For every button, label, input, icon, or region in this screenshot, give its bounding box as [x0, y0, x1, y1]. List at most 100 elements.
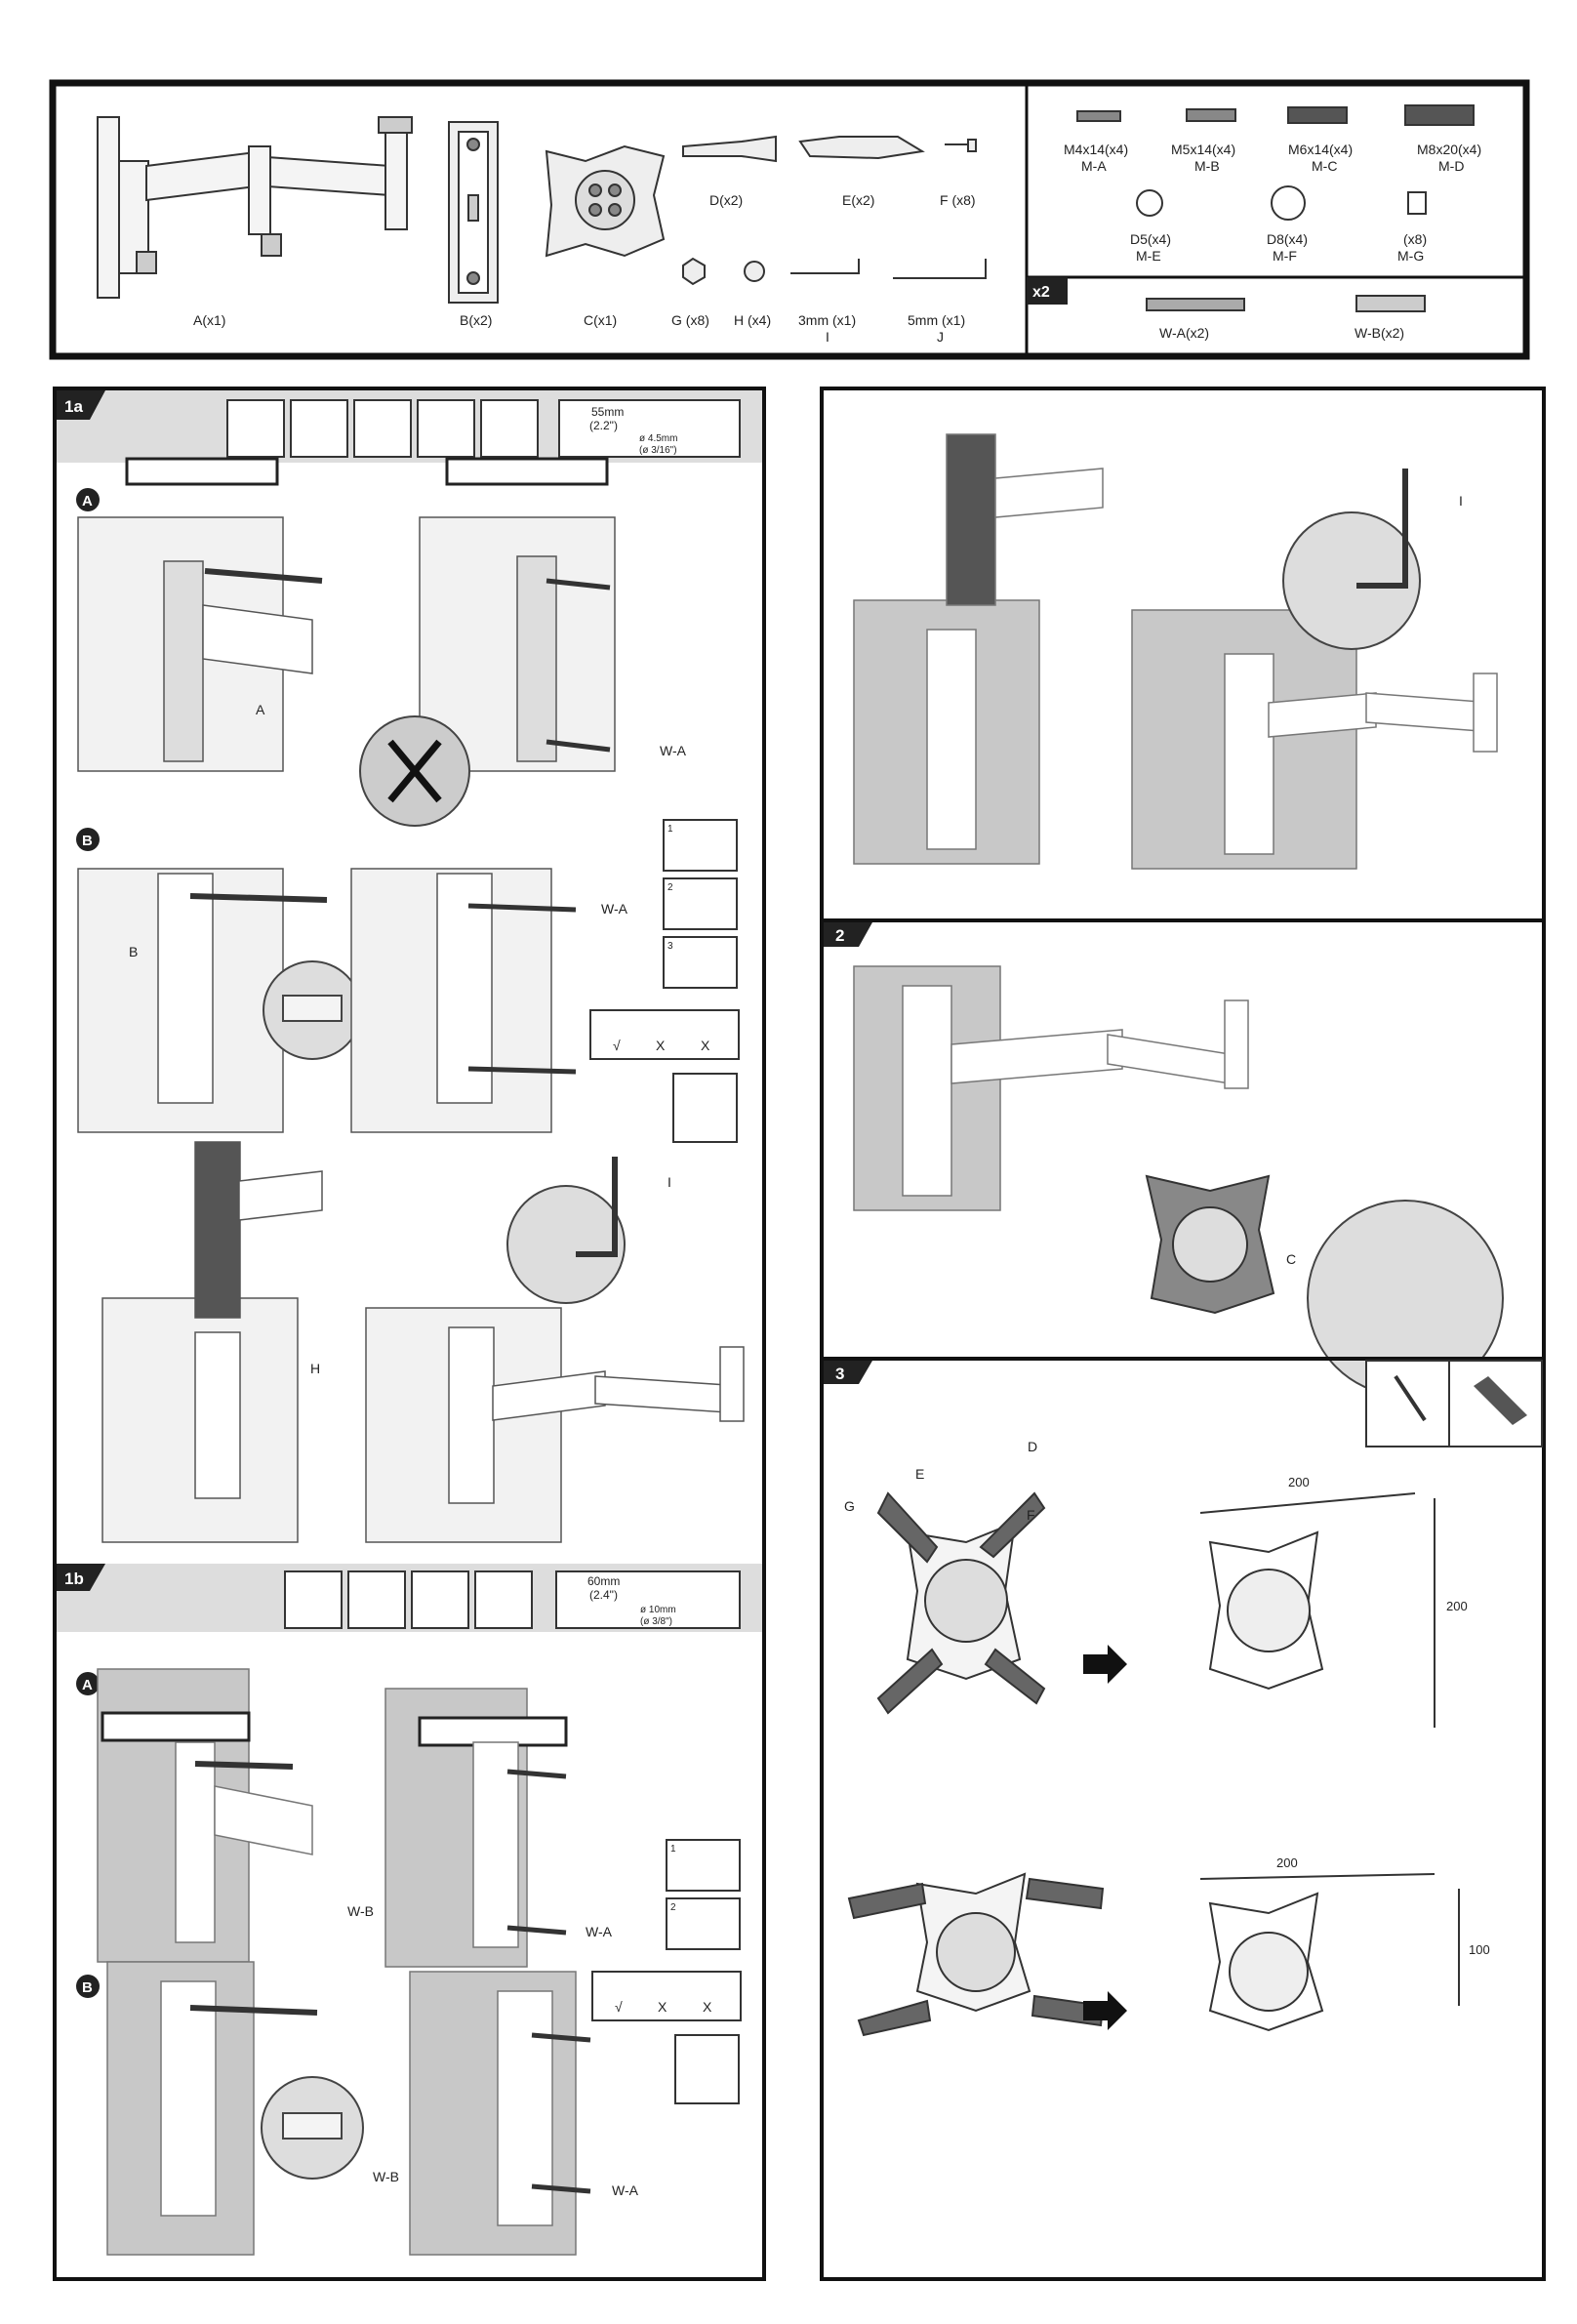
vesa-assembly-200x200 [876, 1491, 1046, 1715]
substep-3-box-1a [663, 936, 738, 989]
callout-e-step3: E [915, 1466, 924, 1482]
arrow-1-step3 [1083, 1645, 1127, 1684]
callout-wb-1b: W-B [347, 1903, 374, 1919]
level-ok-1a: √ [613, 1038, 621, 1053]
substep-1-1b: 1 [670, 1844, 676, 1855]
callout-c-step2: C [1286, 1251, 1296, 1267]
concrete-wall-1b-a-right [384, 1688, 568, 1968]
substep-2-box-1b [666, 1897, 741, 1950]
screw-md-size: M8x20(x4) [1417, 142, 1481, 157]
callout-d-step3: D [1028, 1439, 1037, 1454]
step-1a-sub-b: B [82, 833, 93, 849]
step-1b-sub-a: A [82, 1677, 93, 1693]
part-g-label: G (x8) [671, 312, 709, 328]
parts-panel: A(x1) B(x2) C(x1) D(x2) E(x2) F (x8) G (… [49, 79, 1530, 360]
dim-200x100-height: 100 [1469, 1942, 1490, 1957]
drill-spec-box [558, 399, 741, 458]
drill-depth-1a: 55mm [591, 405, 624, 419]
part-i-key-drawing [790, 259, 860, 274]
part-a-label: A(x1) [193, 312, 225, 328]
tool-pencil-icon-1b [411, 1570, 469, 1629]
washer-me-drawing [1136, 189, 1163, 217]
level-check-circle [263, 960, 362, 1060]
callout-b-1a: B [129, 944, 138, 959]
no-anchor-circle [359, 715, 470, 827]
tool-drill-icon [480, 399, 539, 458]
screw-mc-size: M6x14(x4) [1288, 142, 1353, 157]
step-1b-tag: 1b [64, 1570, 84, 1588]
callout-i-right: I [1459, 493, 1463, 509]
part-h-drawing [744, 261, 765, 282]
callout-g-step3: G [844, 1498, 855, 1514]
anchor-wa-drawing [1146, 298, 1245, 311]
washer-me-size: D5(x4) [1130, 231, 1171, 247]
drill-box-1b [674, 2034, 740, 2104]
tool-drill-icon-1b [474, 1570, 533, 1629]
step-1a-sub-a: A [82, 493, 93, 510]
spacer-mg-size: (x8) [1403, 231, 1427, 247]
level-ok-1b: √ [615, 1999, 623, 2015]
screw-mb-code: M-B [1194, 158, 1220, 174]
washer-mf-size: D8(x4) [1267, 231, 1308, 247]
step-1b-sub-a-marker [76, 1672, 100, 1695]
screw-ma-size: M4x14(x4) [1064, 142, 1128, 157]
substep-2-1b: 2 [670, 1902, 676, 1913]
spacer-mg-code: M-G [1397, 248, 1424, 264]
right-panel: I 2 C 3 D E G F 200 200 [820, 387, 1546, 2281]
washer-mf-code: M-F [1273, 248, 1297, 264]
anchor-wb-drawing [1355, 295, 1426, 312]
arrow-2-step3 [1083, 1991, 1127, 2030]
vesa-result-200x200 [1199, 1492, 1435, 1728]
callout-a-1a: A [256, 702, 265, 717]
screw-ma-drawing [1076, 110, 1121, 122]
substep-2-box-1a [663, 877, 738, 930]
part-h-label: H (x4) [734, 312, 771, 328]
wood-wall-1a-a-right [419, 457, 616, 772]
callout-f-step3: F [1027, 1507, 1035, 1523]
level-bad2-1a: X [701, 1038, 710, 1053]
screw-md-drawing [1404, 104, 1475, 126]
mount-arm-scene [1131, 609, 1498, 870]
screwdriver-tool-box [1365, 1360, 1450, 1447]
hex-key-circle-1a [506, 1157, 626, 1304]
drill-box-1a [672, 1073, 738, 1143]
drill-dia-in-1a: (ø 3/16") [639, 445, 677, 456]
dim-200x100-width: 200 [1276, 1855, 1298, 1870]
wood-wall-1a-a-left [77, 457, 323, 772]
dim-200x200-height: 200 [1446, 1599, 1468, 1613]
level-bad1-1b: X [658, 1999, 667, 2015]
drill-spec-box-1b [555, 1570, 741, 1629]
wrench-icon [1474, 1376, 1527, 1425]
callout-wa2-1b: W-A [612, 2182, 639, 2198]
level-choice-box-1b [591, 1971, 742, 2021]
mount-bracket-scene [853, 433, 1104, 865]
part-b-bracket-drawing [448, 121, 499, 304]
part-a-arm-drawing [97, 116, 413, 299]
dim-200x200-width: 200 [1288, 1475, 1310, 1489]
screw-mc-code: M-C [1312, 158, 1337, 174]
hex-key-circle-right [1282, 469, 1421, 650]
drill-depth-1b: 60mm [587, 1574, 620, 1588]
left-panel: 1a 55mm (2.2") ø 4.5mm (ø 3/16") A A W-A… [53, 387, 766, 2281]
concrete-wall-1b-b-right [409, 1971, 591, 2256]
part-g-drawing [682, 257, 706, 286]
substep-1-box-1b [666, 1839, 741, 1892]
anchor-wa-label: W-A(x2) [1159, 325, 1209, 341]
callout-wb2-1b: W-B [373, 2169, 399, 2184]
tool-stud-finder-icon [290, 399, 348, 458]
part-c-label: C(x1) [584, 312, 617, 328]
wood-wall-1a-b-left [77, 868, 328, 1133]
tool-wood-wall-icon [226, 399, 285, 458]
level-bad1-1a: X [656, 1038, 666, 1053]
part-d-drawing [682, 135, 777, 163]
part-d-label: D(x2) [709, 192, 743, 208]
wood-wall-1a-c-right [365, 1307, 745, 1543]
part-b-label: B(x2) [460, 312, 492, 328]
screw-md-code: M-D [1438, 158, 1464, 174]
callout-h-1a: H [310, 1361, 320, 1376]
callout-wa-1b: W-A [586, 1924, 613, 1939]
substep-3-1a: 3 [667, 941, 673, 952]
callout-wa2-1a: W-A [601, 901, 628, 917]
step2-vesa-plate [1145, 1174, 1275, 1315]
step-2-tag: 2 [835, 926, 844, 945]
